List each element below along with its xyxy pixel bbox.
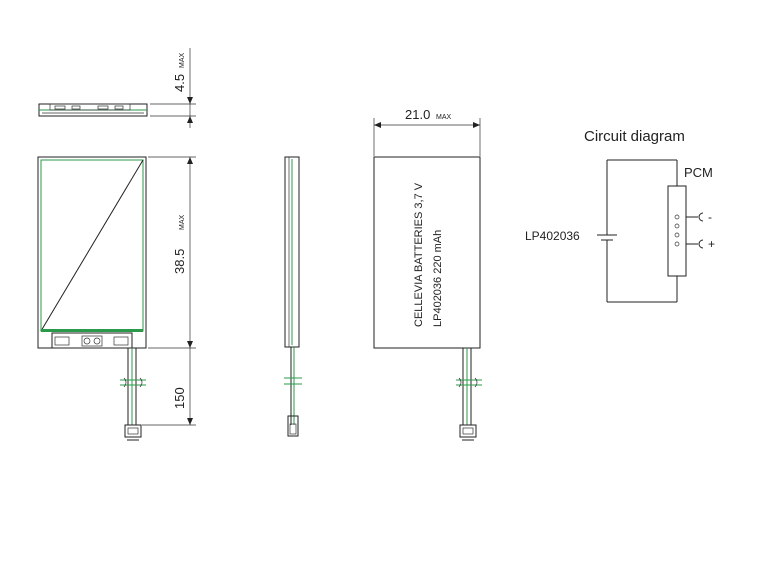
plus-terminal-icon — [698, 239, 704, 249]
minus-label: - — [708, 210, 712, 224]
label-line-1: CELLEVIA BATTERIES 3,7 V — [413, 182, 425, 327]
cell-label: LP402036 — [525, 229, 580, 243]
lead-length-value: 150 — [172, 387, 187, 409]
pcm-board — [51, 332, 133, 349]
front-view: 38.5 MAX 150 — [37, 156, 196, 441]
length-value: 38.5 — [172, 249, 187, 274]
side-view-body — [284, 156, 300, 348]
width-max-label: MAX — [436, 114, 452, 121]
side-view — [284, 156, 302, 437]
cell-diagonal — [40, 159, 144, 332]
circuit-diagram: Circuit diagram LP402036 PCM - + — [525, 128, 715, 303]
pcm-box — [667, 185, 687, 277]
plus-label: + — [708, 237, 715, 251]
label-line-2: LP402036 220 mAh — [432, 230, 444, 327]
connector — [124, 424, 142, 438]
minus-terminal-icon — [698, 212, 704, 222]
label-view: CELLEVIA BATTERIES 3,7 V LP402036 220 mA… — [373, 107, 482, 441]
pcm-label: PCM — [684, 165, 713, 180]
thickness-max-label: MAX — [179, 53, 186, 69]
top-view: 4.5 MAX — [38, 48, 196, 128]
width-value: 21.0 — [405, 107, 430, 122]
front-view-body — [37, 156, 147, 349]
thickness-value: 4.5 — [172, 74, 187, 92]
circuit-title: Circuit diagram — [584, 128, 685, 145]
label-view-body — [373, 156, 481, 349]
length-max-label: MAX — [179, 215, 186, 231]
